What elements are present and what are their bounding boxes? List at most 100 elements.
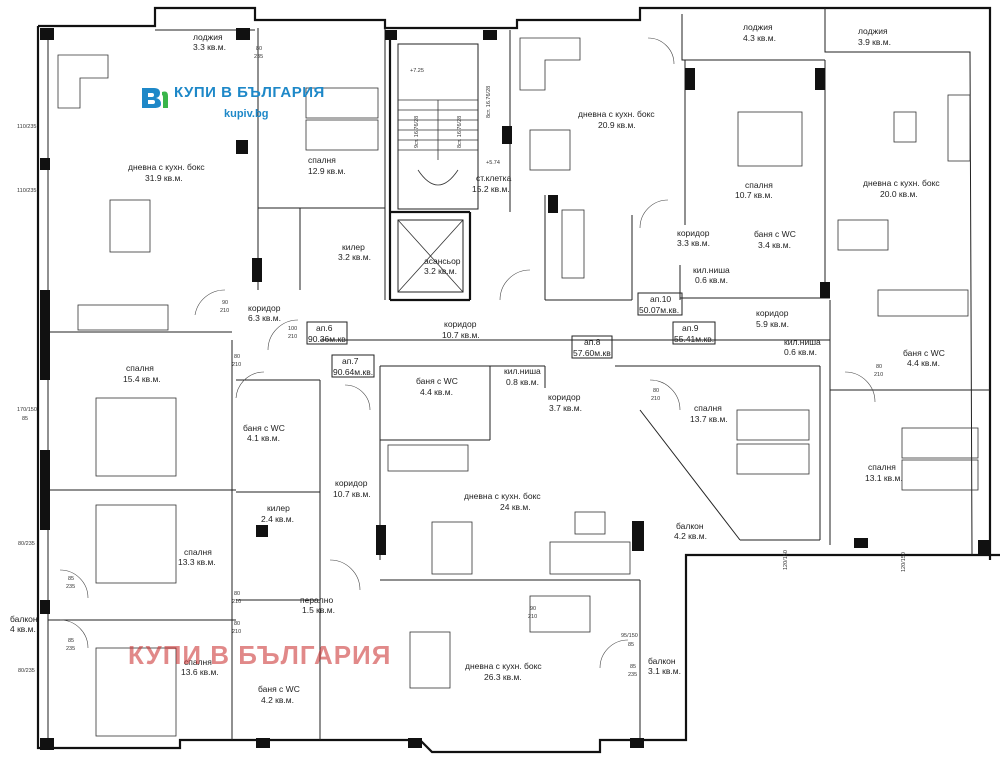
room-name: коридор [248,303,281,313]
dimension: 235 [628,672,637,678]
room-area: 4.2 кв.м. [261,695,294,705]
room-area: 3.2 кв.м. [424,266,457,276]
dimension: 100 [288,326,297,332]
room-area: 10.7 кв.м. [333,489,371,499]
room-area: 3.3 кв.м. [677,238,710,248]
dimension: 235 [66,584,75,590]
room-name: кил.ниша [504,366,541,376]
dimension: 235 [66,646,75,652]
dimension: 235 [254,54,263,60]
watermark: КУПИ В БЪЛГАРИЯ [128,640,392,670]
room-name: килер [342,242,365,252]
room-name: кил.ниша [693,265,730,275]
dimension: 210 [232,599,241,605]
dimension: 85 [630,664,636,670]
beds [95,87,979,737]
room-area: 4.3 кв.м. [743,33,776,43]
dimension: 210 [288,334,297,340]
room-area: 10.7 кв.м. [442,330,480,340]
room-name: спалня [868,462,896,472]
stairwell [397,43,479,293]
dimension: 120/150 [783,550,789,570]
furniture [57,37,971,689]
dimension: 210 [232,362,241,368]
room-name: коридор [677,228,710,238]
room-area: 15.4 кв.м. [123,374,161,384]
room-name: спалня [694,403,722,413]
room-name: килер [267,503,290,513]
room-labels: лоджия 3.3 кв.м. дневна с кухн. бокс 31.… [10,22,945,705]
dimension: 85 [68,576,74,582]
interior-walls [48,28,990,740]
room-area: 13.6 кв.м. [181,667,219,677]
logo-url: kupiv.bg [224,108,269,120]
room-name: лоджия [743,22,773,32]
room-area: 2.4 кв.м. [261,514,294,524]
dimension: 80 [234,354,240,360]
apartment-area: 55.41м.кв. [674,334,714,344]
room-area: 31.9 кв.м. [145,173,183,183]
room-area: 1.5 кв.м. [302,605,335,615]
room-area: 4.4 кв.м. [420,387,453,397]
room-area: 20.0 кв.м. [880,189,918,199]
room-area: 3.7 кв.м. [549,403,582,413]
room-name: лоджия [193,32,223,42]
dimension: 80/235 [18,541,35,547]
room-name: асансьор [424,256,461,266]
dimension: 210 [220,308,229,314]
apartment-label: ап.10 [650,294,671,304]
room-name: балкон [10,614,38,624]
room-name: ст.клетка [476,173,512,183]
dimension: 90 [530,606,536,612]
outer-walls [36,6,1000,754]
room-name: балкон [648,656,676,666]
room-area: 3.1 кв.м. [648,666,681,676]
room-area: 13.3 кв.м. [178,557,216,567]
apartment-area: 90.36м.кв. [308,334,348,344]
columns [40,28,990,750]
room-area: 10.7 кв.м. [735,190,773,200]
room-area: 20.9 кв.м. [598,120,636,130]
room-name: кил.ниша [784,337,821,347]
room-name: баня с WC [903,348,945,358]
logo-mark-icon [142,88,168,108]
room-area: 13.1 кв.м. [865,473,903,483]
apartment-label: ап.7 [342,356,359,366]
room-area: 4.4 кв.м. [907,358,940,368]
level-mark: +5.74 [486,160,500,166]
room-name: дневна с кухн. бокс [464,491,541,501]
dimension: 80 [234,591,240,597]
apartment-label: ап.6 [316,323,333,333]
stair-label: 9ст. 16.76/28 [414,116,420,148]
room-area: 13.7 кв.м. [690,414,728,424]
stair-labels: 9ст. 16.76/28 8ст. 16.76/28 8ст. 16.76/2… [410,68,500,166]
dimension: 85 [68,638,74,644]
room-name: баня с WC [243,423,285,433]
dimension: 210 [651,396,660,402]
logo-title: КУПИ В БЪЛГАРИЯ [174,84,325,101]
stair-label: 8ст. 16.76/28 [457,116,463,148]
room-name: спалня [184,657,212,667]
room-name: коридор [548,392,581,402]
room-area: 3.2 кв.м. [338,252,371,262]
dimension: 80 [876,364,882,370]
room-area: 24 кв.м. [500,502,531,512]
room-area: 4.1 кв.м. [247,433,280,443]
room-name: спалня [126,363,154,373]
room-name: дневна с кухн. бокс [863,178,940,188]
room-area: 26.3 кв.м. [484,672,522,682]
room-name: перално [300,595,333,605]
room-area: 12.9 кв.м. [308,166,346,176]
dimension: 80 [653,388,659,394]
apartment-area: 50.07м.кв. [639,305,679,315]
dimension: 110/235 [17,188,36,194]
room-area: 6.3 кв.м. [248,313,281,323]
room-area: 0.6 кв.м. [695,275,728,285]
apartment-area: 90.64м.кв. [333,367,373,377]
room-area: 3.9 кв.м. [858,37,891,47]
dimension: 170/150 [17,407,37,413]
room-name: балкон [676,521,704,531]
room-name: баня с WC [416,376,458,386]
room-area: 0.8 кв.м. [506,377,539,387]
